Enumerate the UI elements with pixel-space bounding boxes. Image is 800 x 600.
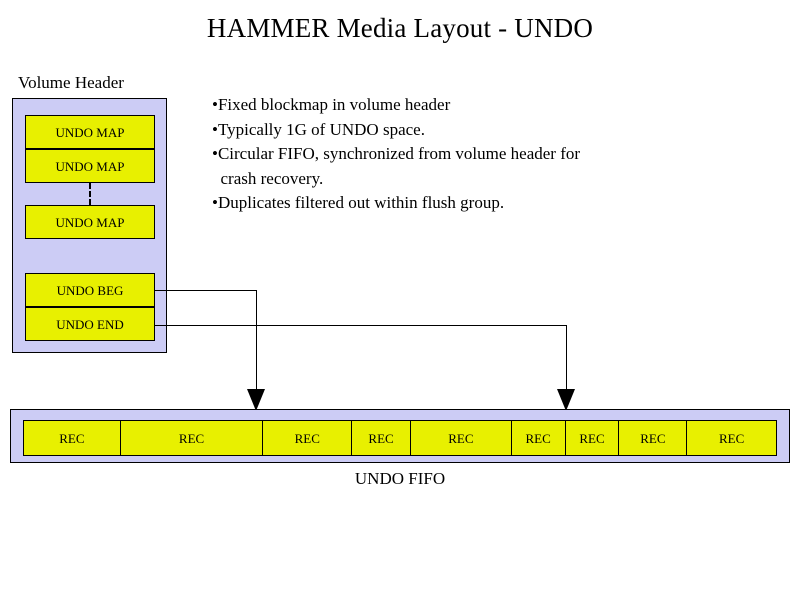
fifo-record-4[interactable]: REC (352, 421, 411, 455)
bullet-list: •Fixed blockmap in volume header •Typica… (212, 93, 712, 216)
undo-map-box-2[interactable]: UNDO MAP (25, 149, 155, 183)
fifo-record-1[interactable]: REC (24, 421, 121, 455)
bullet-item-1: •Fixed blockmap in volume header (212, 95, 451, 114)
undo-map-box-1[interactable]: UNDO MAP (25, 115, 155, 149)
fifo-record-2[interactable]: REC (120, 421, 264, 455)
undo-beg-arrow-icon (247, 389, 265, 411)
bullet-item-2: •Typically 1G of UNDO space. (212, 119, 425, 139)
fifo-record-3[interactable]: REC (263, 421, 353, 455)
fifo-record-8[interactable]: REC (619, 421, 688, 455)
undo-beg-box[interactable]: UNDO BEG (25, 273, 155, 307)
fifo-record-6[interactable]: REC (511, 421, 566, 455)
fifo-record-9[interactable]: REC (687, 421, 777, 455)
volume-header-label: Volume Header (18, 73, 124, 92)
page-title: HAMMER Media Layout - UNDO (206, 13, 594, 43)
undo-end-connector-horizontal (155, 325, 566, 326)
undo-beg-connector-horizontal (155, 290, 256, 291)
fifo-record-5[interactable]: REC (410, 421, 512, 455)
undo-end-arrow-icon (557, 389, 575, 411)
undo-beg-connector-vertical (256, 290, 257, 389)
undo-fifo-label: UNDO FIFO (354, 469, 446, 488)
bullet-item-3-continuation: crash recovery. (212, 168, 324, 188)
bullet-item-3: •Circular FIFO, synchronized from volume… (212, 144, 581, 163)
undo-map-continuation-dashed-line (89, 183, 91, 205)
bullet-item-4: •Duplicates filtered out within flush gr… (212, 193, 505, 212)
undo-map-box-3[interactable]: UNDO MAP (25, 205, 155, 239)
fifo-record-7[interactable]: REC (565, 421, 620, 455)
undo-end-box[interactable]: UNDO END (25, 307, 155, 341)
undo-end-connector-vertical (566, 325, 567, 389)
